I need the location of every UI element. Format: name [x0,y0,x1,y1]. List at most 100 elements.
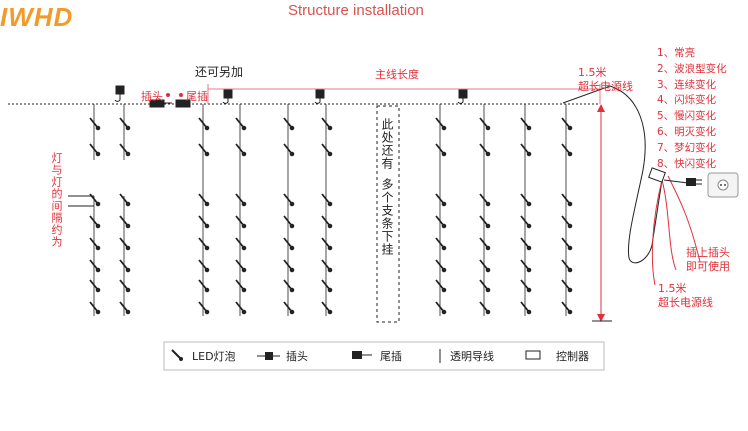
led-bulb-dot [327,125,333,131]
mode-item: 8、快闪变化 [657,157,717,170]
led-bulb-dot [485,223,491,229]
led-bulb-dot [485,267,491,273]
led-bulb-dot [241,245,247,251]
led-bulb-dot [241,151,247,157]
extra-note-col2: 多个支条下挂 [380,178,394,256]
led-bulb-dot [441,309,447,315]
led-bulb-dot [526,267,532,273]
led-bulb-dot [289,201,295,207]
led-bulb-dot [567,223,573,229]
led-bulb-dot [125,125,131,131]
cable-top-length: 1.5米 [578,66,607,79]
led-bulb-dot [526,151,532,157]
led-bulb-dot [526,245,532,251]
led-bulb-dot [241,201,247,207]
led-bulb-dot [204,151,210,157]
led-bulb-dot [125,201,131,207]
led-bulb-dot [289,223,295,229]
led-bulb-dot [327,267,333,273]
legend-plug-label: 插头 [286,350,308,363]
led-bulb-dot [204,125,210,131]
led-bulb-dot [441,125,447,131]
led-bulb-dot [567,201,573,207]
ready-label: 即可使用 [686,260,730,273]
led-strings [89,104,573,316]
led-bulb-dot [289,287,295,293]
led-bulb-dot [526,287,532,293]
mode-item: 7、梦幻变化 [657,141,717,154]
led-bulb-dot [485,245,491,251]
led-bulb-dot [289,267,295,273]
led-bulb-dot [241,309,247,315]
main-length-label: 主线长度 [375,68,419,81]
led-bulb-dot [485,287,491,293]
cable-bottom-length: 1.5米 [658,282,687,295]
led-bulb-dot [204,245,210,251]
led-bulb-dot [95,125,101,131]
led-bulb-dot [289,151,295,157]
led-bulb-dot [327,287,333,293]
led-bulb-dot [485,201,491,207]
mode-item: 1、常亮 [657,47,696,59]
mode-item: 3、连续变化 [657,78,717,91]
led-bulb-dot [204,287,210,293]
led-bulb-dot [125,151,131,157]
led-bulb-dot [241,267,247,273]
led-bulb-dot [95,245,101,251]
legend-led-label: LED灯泡 [192,350,236,363]
lamp-spacing-label: 灯与灯的间隔约为 [50,152,63,248]
led-bulb-dot [327,309,333,315]
led-bulb-dot [95,223,101,229]
led-bulb-dot [567,267,573,273]
mode-item: 5、慢闪变化 [657,110,717,123]
led-bulb-dot [567,245,573,251]
led-bulb-dot [95,309,101,315]
power-cable [562,85,663,264]
connector-plug [149,93,191,108]
legend-tail-label: 尾插 [380,350,402,363]
page-title: Structure installation [288,2,424,19]
hanger-hooks [114,85,468,104]
controller-box [648,167,666,183]
cable-bottom-name: 超长电源线 [658,296,713,309]
wall-socket [707,172,739,198]
led-bulb-dot [125,309,131,315]
led-bulb-dot [125,245,131,251]
more-strings-box [376,105,400,323]
led-bulb-dot [204,223,210,229]
mode-list: 1、常亮 2、波浪型变化 3、连续变化 4、闪烁变化 5、慢闪变化 6、明灭变化… [657,46,727,172]
legend-wire-label: 透明导线 [450,350,494,363]
led-bulb-dot [441,287,447,293]
brand-logo: IWHD [0,2,74,32]
led-bulb-dot [95,201,101,207]
plug-tail-label: 尾插 [186,90,208,103]
legend: LED灯泡 插头 尾插 透明导线 控制器 [164,341,604,369]
led-bulb-dot [241,287,247,293]
led-bulb-dot [526,201,532,207]
extra-note-col1: 此处还有 [380,118,394,170]
led-bulb-dot [204,201,210,207]
led-bulb-dot [441,151,447,157]
led-bulb-dot [526,223,532,229]
led-bulb-dot [567,151,573,157]
led-bulb-dot [289,309,295,315]
legend-controller-label: 控制器 [556,350,589,363]
led-bulb-dot [441,223,447,229]
led-bulb-dot [327,201,333,207]
led-bulb-dot [125,287,131,293]
led-bulb-dot [485,151,491,157]
led-bulb-dot [526,125,532,131]
led-bulb-dot [441,245,447,251]
led-bulb-dot [95,287,101,293]
led-bulb-dot [485,309,491,315]
mode-item: 2、波浪型变化 [657,62,727,75]
led-bulb-dot [241,125,247,131]
led-bulb-dot [567,125,573,131]
led-bulb-dot [289,125,295,131]
extend-label: 还可另加 [195,65,244,79]
led-bulb-dot [125,267,131,273]
led-bulb-dot [95,267,101,273]
led-bulb-dot [204,267,210,273]
led-bulb-dot [327,151,333,157]
